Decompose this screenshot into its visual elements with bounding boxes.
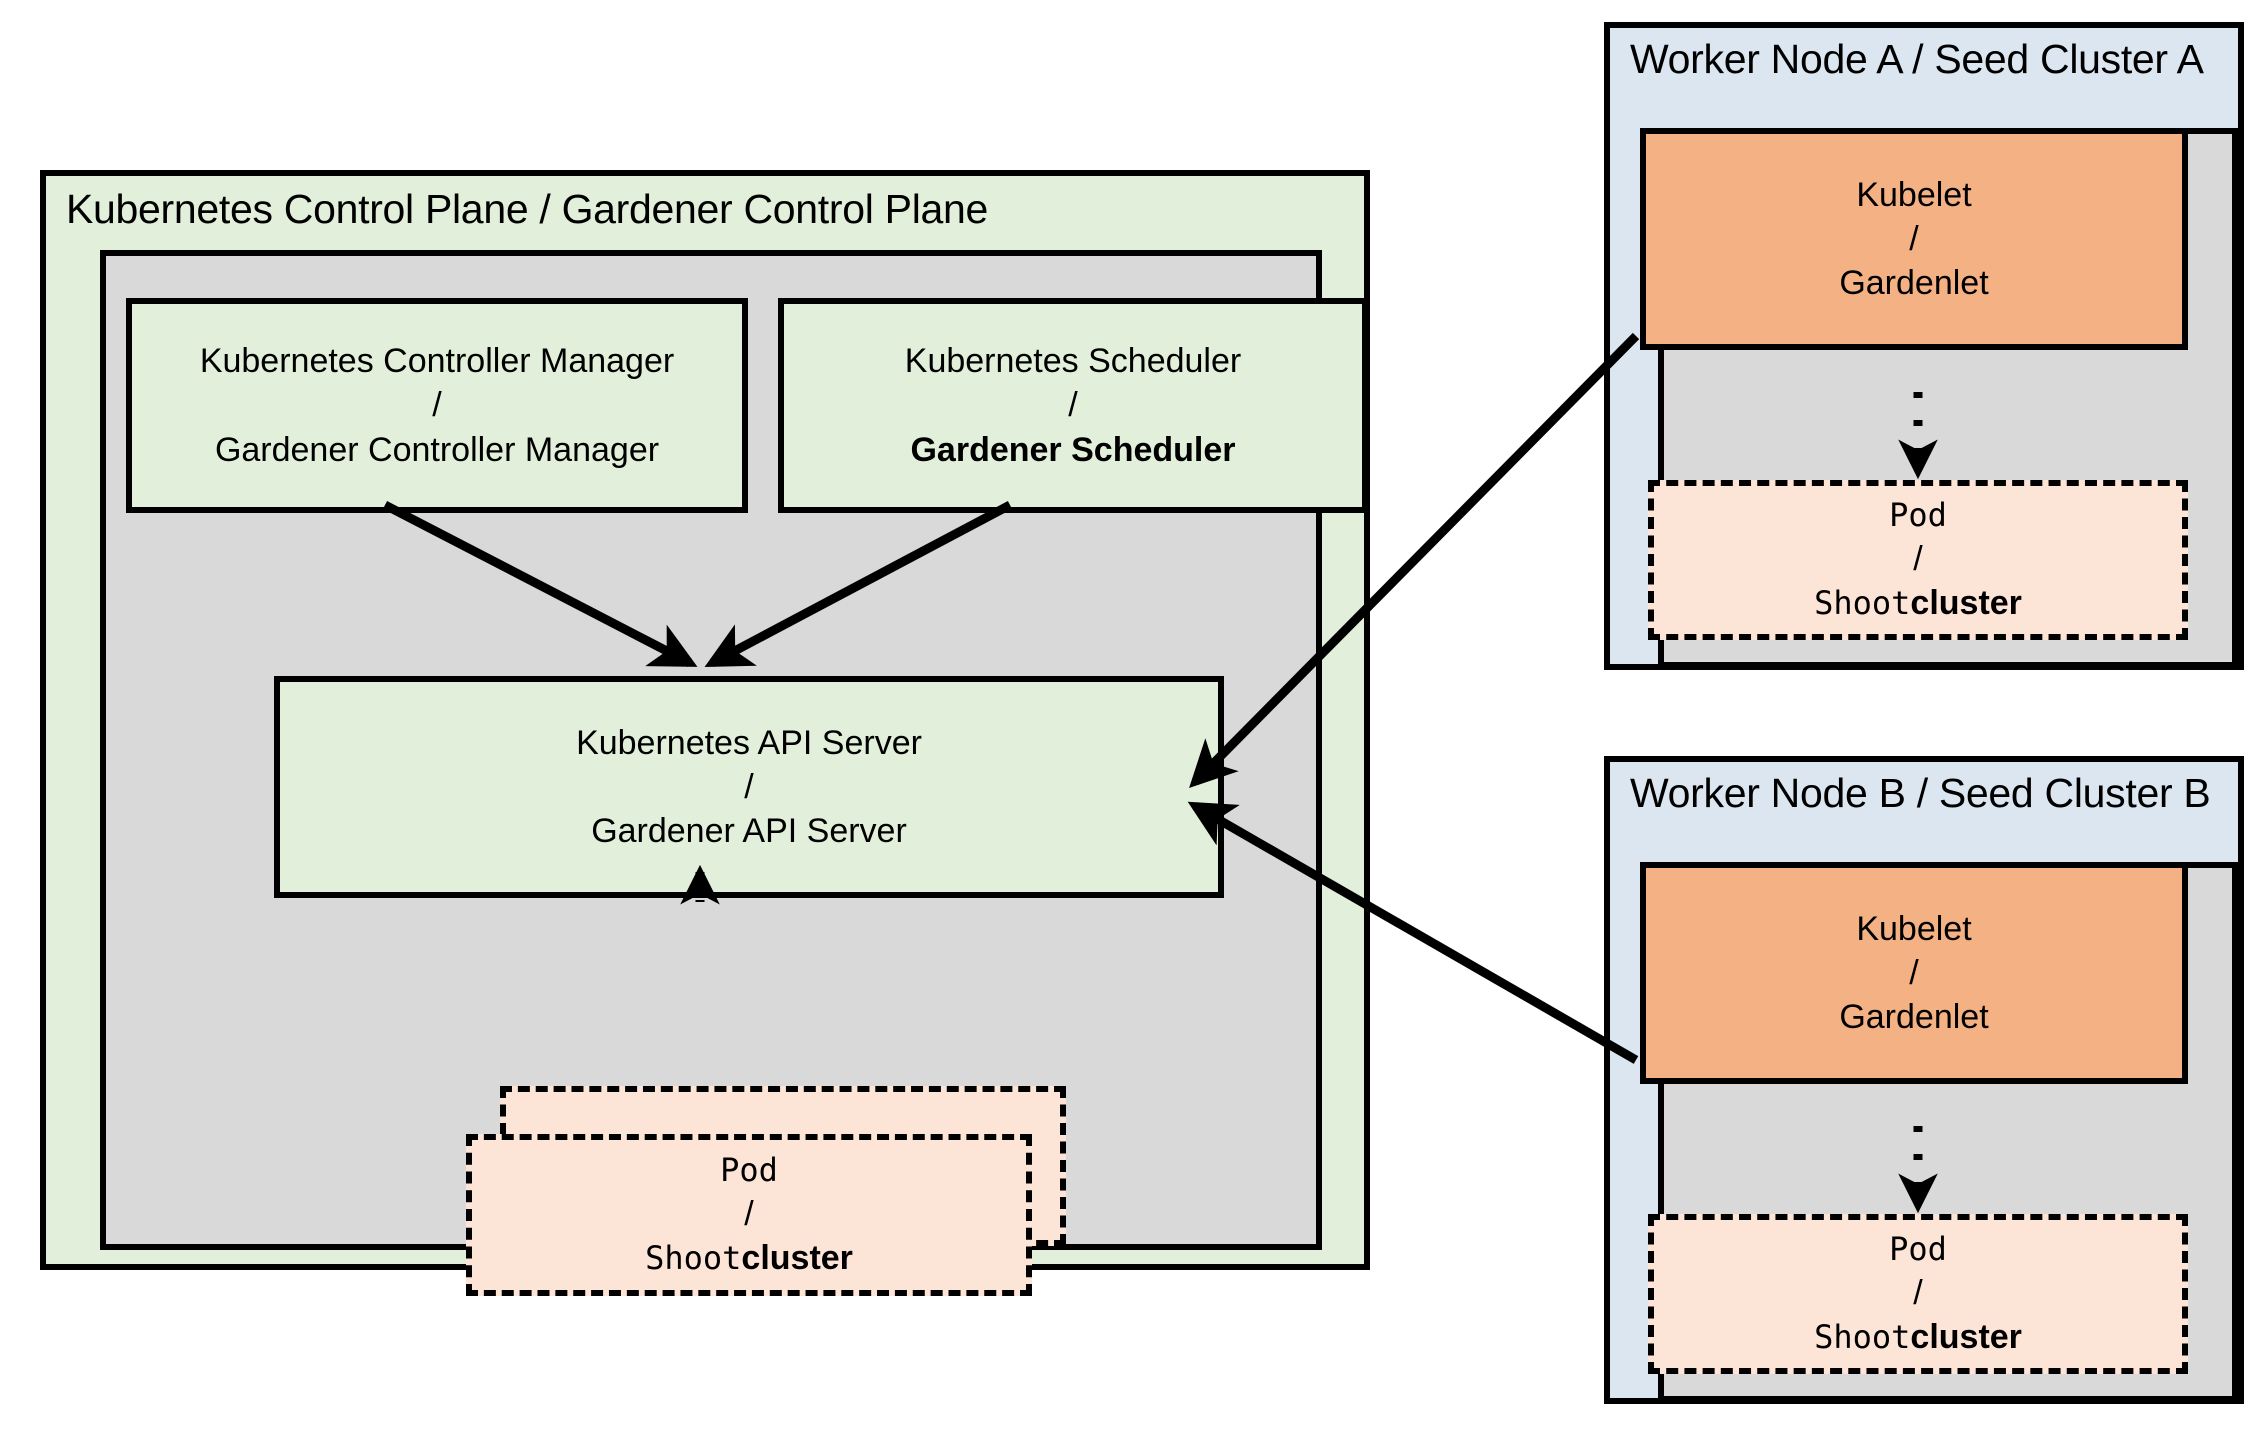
- worker-node-a-title: Worker Node A / Seed Cluster A: [1630, 36, 2204, 82]
- control-plane-pod-box[interactable]: Pod / Shootcluster: [466, 1134, 1032, 1296]
- scheduler-line1: Kubernetes Scheduler: [904, 342, 1242, 381]
- kubelet-node-a-line1: Kubelet: [1856, 175, 1972, 214]
- control-plane-inner-area: Kubernetes Controller Manager / Gardener…: [100, 250, 1368, 1296]
- pod-node-b-line1: Pod: [1889, 1230, 1947, 1269]
- api-server-separator: /: [744, 767, 754, 806]
- pod-node-a-box[interactable]: Pod / Shootcluster: [1648, 480, 2188, 640]
- control-plane-pod-line1: Pod: [720, 1151, 778, 1190]
- pod-node-b-line2-bold: cluster: [1910, 1317, 2022, 1356]
- control-plane-title: Kubernetes Control Plane / Gardener Cont…: [66, 186, 989, 232]
- controller-manager-box[interactable]: Kubernetes Controller Manager / Gardener…: [126, 298, 748, 513]
- pod-node-a-line2-mono: Shoot: [1814, 583, 1911, 622]
- control-plane-pod-line2: Shootcluster: [645, 1236, 853, 1280]
- api-server-line1: Kubernetes API Server: [576, 723, 922, 762]
- scheduler-box[interactable]: Kubernetes Scheduler / Gardener Schedule…: [778, 298, 1368, 513]
- kubelet-node-b-line1: Kubelet: [1856, 909, 1972, 948]
- kubelet-node-a-line2: Gardenlet: [1839, 264, 1989, 303]
- api-server-box[interactable]: Kubernetes API Server / Gardener API Ser…: [274, 676, 1224, 898]
- pod-node-b-separator: /: [1913, 1273, 1923, 1312]
- scheduler-line2: Gardener Scheduler: [910, 430, 1236, 469]
- kubelet-node-b-separator: /: [1909, 953, 1919, 992]
- pod-node-b-line2-mono: Shoot: [1814, 1317, 1911, 1356]
- control-plane-container: Kubernetes Control Plane / Gardener Cont…: [40, 170, 1370, 1296]
- pod-node-b-line2: Shootcluster: [1814, 1315, 2022, 1359]
- pod-node-a-line2-bold: cluster: [1910, 583, 2022, 622]
- pod-node-b-box[interactable]: Pod / Shootcluster: [1648, 1214, 2188, 1374]
- control-plane-pod-line2-mono: Shoot: [645, 1238, 742, 1277]
- control-plane-pod-stack: Pod / Shootcluster: [466, 1086, 1066, 1296]
- pod-node-a-line1: Pod: [1889, 496, 1947, 535]
- control-plane-pod-line2-bold: cluster: [741, 1238, 853, 1277]
- scheduler-separator: /: [1068, 386, 1078, 425]
- pod-node-a-line2: Shootcluster: [1814, 581, 2022, 625]
- pod-node-a-separator: /: [1913, 539, 1923, 578]
- api-server-line2: Gardener API Server: [591, 812, 907, 851]
- kubelet-node-b-line2: Gardenlet: [1839, 998, 1989, 1037]
- controller-manager-line2: Gardener Controller Manager: [214, 430, 660, 469]
- control-plane-pod-separator: /: [744, 1194, 754, 1233]
- worker-node-b-title: Worker Node B / Seed Cluster B: [1630, 770, 2211, 816]
- kubelet-node-a-box[interactable]: Kubelet / Gardenlet: [1640, 128, 2188, 350]
- kubelet-node-b-box[interactable]: Kubelet / Gardenlet: [1640, 862, 2188, 1084]
- controller-manager-line1: Kubernetes Controller Manager: [199, 342, 675, 381]
- controller-manager-separator: /: [432, 386, 442, 425]
- kubelet-node-a-separator: /: [1909, 219, 1919, 258]
